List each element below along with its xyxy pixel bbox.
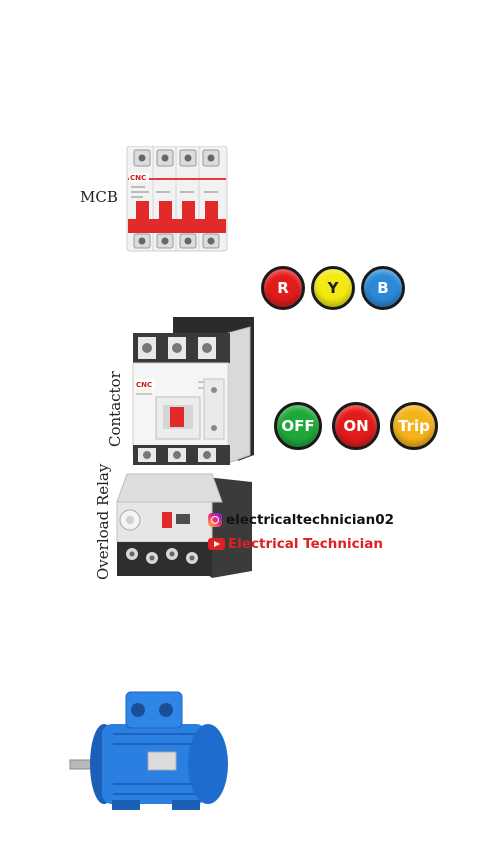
mcb-label: MCB [80,188,118,206]
motor-image [69,691,228,810]
mcb-breaker-image: CNC [126,146,228,252]
overload-relay-label: Overload Relay [94,463,112,580]
control-indicator-row: OFF ON Trip [274,402,438,450]
instagram-handle: electricaltechnician02 [208,512,394,528]
mcb-brand-text: CNC [130,174,146,182]
phase-r-indicator: R [261,266,305,310]
contactor-brand-text: CNC [136,381,152,389]
off-indicator: OFF [274,402,322,450]
phase-y-indicator: Y [311,266,355,310]
on-indicator: ON [332,402,380,450]
trip-indicator: Trip [390,402,438,450]
phase-b-indicator: B [361,266,405,310]
instagram-icon [208,513,222,527]
youtube-handle: Electrical Technician [208,536,383,552]
contactor-image: CNC [132,317,254,465]
overload-relay-image [116,473,252,578]
youtube-icon [208,538,225,550]
phase-indicator-row: R Y B [261,266,405,310]
contactor-label: Contactor [106,371,124,447]
